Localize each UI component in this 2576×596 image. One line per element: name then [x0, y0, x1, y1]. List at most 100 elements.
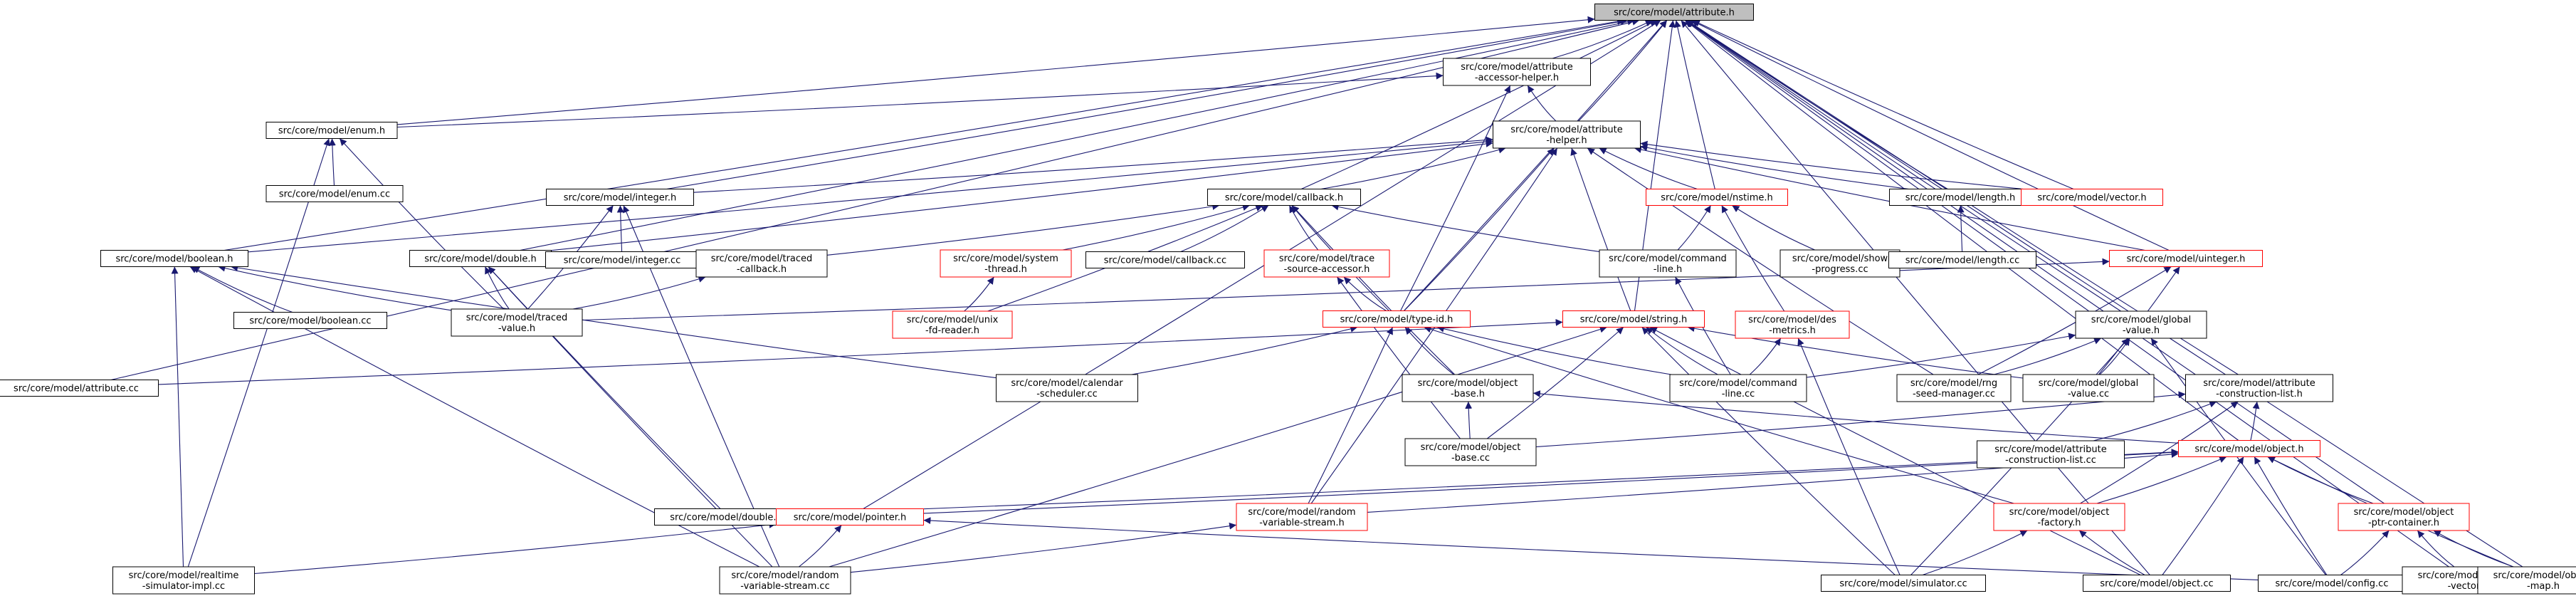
node-box — [1236, 503, 1368, 531]
graph-node-type-id[interactable]: src/core/model/type-id.h — [1323, 310, 1471, 328]
node-label: -construction-list.cc — [2005, 455, 2096, 466]
edge-enum-cc-to-enum-h — [328, 138, 336, 186]
edge-type-id-to-attr-helper — [1404, 147, 1555, 311]
node-label: src/core/model/boolean.cc — [249, 316, 371, 327]
edge-object-base-cc-to-attr-construct-h — [1535, 391, 2186, 448]
edge-simulator-cc-to-des-metrics — [1797, 338, 1901, 575]
graph-node-length-cc[interactable]: src/core/model/length.cc — [1888, 251, 2036, 268]
graph-node-enum-cc[interactable]: src/core/model/enum.cc — [266, 185, 404, 202]
node-label: src/core/model/double.h — [424, 254, 536, 265]
graph-node-unix-fd[interactable]: src/core/model/unix-fd-reader.h — [892, 310, 1013, 339]
graph-node-accessor-helper[interactable]: src/core/model/attribute-accessor-helper… — [1443, 58, 1591, 86]
node-label: src/core/model/enum.h — [278, 126, 385, 137]
node-box — [1207, 189, 1361, 206]
graph-node-object-base-h[interactable]: src/core/model/object-base.h — [1402, 374, 1534, 402]
edge-integer-h-to-attr-helper — [693, 136, 1493, 193]
graph-node-des-metrics[interactable]: src/core/model/des-metrics.h — [1735, 310, 1850, 339]
edge-object-base-cc-to-string-h — [1486, 327, 1624, 439]
graph-node-object-h[interactable]: src/core/model/object.h — [2178, 440, 2320, 457]
graph-node-global-value-h[interactable]: src/core/model/global-value.h — [2075, 310, 2207, 339]
edge-object-vector-to-ptr-container — [2417, 530, 2455, 568]
graph-node-attribute-h[interactable]: src/core/model/attribute.h — [1594, 4, 1754, 21]
node-box — [2083, 575, 2231, 592]
node-label: src/core/model/enum.cc — [279, 189, 390, 200]
graph-node-ptr-container[interactable]: src/core/model/object-ptr-container.h — [2338, 503, 2470, 531]
node-label: -seed-manager.cc — [1913, 389, 1995, 399]
node-box — [1085, 251, 1245, 268]
graph-node-traced-value[interactable]: src/core/model/traced-value.h — [451, 308, 583, 337]
graph-node-calendar[interactable]: src/core/model/calendar-scheduler.cc — [996, 374, 1138, 402]
graph-node-boolean-h[interactable]: src/core/model/boolean.h — [100, 250, 248, 267]
graph-node-callback-h[interactable]: src/core/model/callback.h — [1207, 189, 1361, 206]
graph-node-integer-cc[interactable]: src/core/model/integer.cc — [545, 251, 699, 268]
graph-node-pointer-h[interactable]: src/core/model/pointer.h — [776, 508, 924, 526]
node-box — [112, 566, 255, 595]
graph-node-system-thread[interactable]: src/core/model/system-thread.h — [940, 249, 1072, 278]
graph-node-object-factory[interactable]: src/core/model/object-factory.h — [1993, 503, 2125, 531]
node-label: -map.h — [2527, 581, 2560, 592]
edge-attr-helper-to-accessor-helper — [1527, 85, 1557, 122]
node-box — [996, 374, 1138, 402]
graph-node-callback-cc[interactable]: src/core/model/callback.cc — [1085, 251, 1245, 268]
edge-traced-value-to-enum-h — [339, 138, 505, 310]
graph-node-realtime[interactable]: src/core/model/realtime-simulator-impl.c… — [112, 566, 255, 595]
graph-node-global-value-cc[interactable]: src/core/model/global-value.cc — [2022, 374, 2155, 402]
graph-node-double-h[interactable]: src/core/model/double.h — [409, 250, 552, 267]
graph-node-show-progress[interactable]: src/core/model/show-progress.cc — [1779, 249, 1901, 278]
node-label: src/core/model/string.h — [1580, 315, 1687, 325]
node-label: src/core/model/attribute — [1510, 125, 1622, 135]
node-label: src/core/model/length.h — [1905, 193, 2016, 204]
node-box — [546, 189, 694, 206]
graph-node-integer-h[interactable]: src/core/model/integer.h — [546, 189, 694, 206]
node-label: src/core/model/global — [2039, 378, 2138, 389]
edge-double-h-to-attr-helper — [551, 140, 1493, 251]
graph-node-object-cc[interactable]: src/core/model/object.cc — [2083, 575, 2231, 592]
graph-node-attr-construct-h[interactable]: src/core/model/attribute-construction-li… — [2185, 374, 2333, 402]
edge-type-id-to-accessor-helper — [1400, 85, 1511, 311]
graph-node-rvs-h[interactable]: src/core/model/random-variable-stream.h — [1236, 503, 1368, 531]
graph-node-nstime-h[interactable]: src/core/model/nstime.h — [1646, 189, 1788, 206]
graph-node-traced-callback[interactable]: src/core/model/traced-callback.h — [695, 249, 828, 278]
graph-node-uinteger-h[interactable]: src/core/model/uinteger.h — [2109, 250, 2263, 267]
node-label: src/core/model/attribute — [1994, 444, 2106, 455]
graph-node-config-cc[interactable]: src/core/model/config.cc — [2258, 575, 2406, 592]
graph-node-vector-h[interactable]: src/core/model/vector.h — [2021, 189, 2163, 206]
graph-node-command-line-h[interactable]: src/core/model/command-line.h — [1599, 249, 1737, 278]
graph-node-object-base-cc[interactable]: src/core/model/object-base.cc — [1404, 438, 1537, 466]
graph-node-string-h[interactable]: src/core/model/string.h — [1562, 310, 1705, 328]
graph-node-enum-h[interactable]: src/core/model/enum.h — [266, 122, 398, 139]
edge-des-metrics-to-nstime-h — [1721, 205, 1785, 312]
edge-object-map-to-attribute-h — [1686, 20, 2523, 568]
node-box — [892, 310, 1013, 339]
node-label: src/core/model/command — [1609, 253, 1727, 264]
node-label: src/core/model/traced — [711, 253, 813, 264]
graph-node-rvs-cc[interactable]: src/core/model/random-variable-stream.cc — [719, 566, 851, 595]
graph-node-simulator-cc[interactable]: src/core/model/simulator.cc — [1821, 575, 1986, 592]
node-label: src/core/model/object.h — [2194, 444, 2303, 455]
graph-node-attr-construct-cc[interactable]: src/core/model/attribute-construction-li… — [1977, 440, 2125, 469]
graph-node-attribute-cc[interactable]: src/core/model/attribute.cc — [0, 380, 159, 397]
graph-node-boolean-cc[interactable]: src/core/model/boolean.cc — [233, 312, 387, 329]
edge-calendar-to-boolean-h — [231, 264, 997, 379]
graph-node-object-map[interactable]: src/core/model/object-map.h — [2477, 566, 2576, 595]
node-label: src/core/model/integer.h — [564, 193, 676, 204]
graph-node-attr-helper[interactable]: src/core/model/attribute-helper.h — [1493, 120, 1641, 149]
graph-node-double-cc[interactable]: src/core/model/double.cc — [654, 508, 802, 526]
edge-object-cc-to-object-h — [2162, 456, 2244, 575]
graph-node-length-h[interactable]: src/core/model/length.h — [1889, 189, 2031, 206]
edge-traced-value-to-traced-callback — [572, 276, 706, 310]
node-label: src/core/model/unix — [907, 315, 999, 325]
graph-node-rng-seed[interactable]: src/core/model/rng-seed-manager.cc — [1896, 374, 2012, 402]
node-box — [2022, 374, 2155, 402]
graph-node-command-line-cc[interactable]: src/core/model/command-line.cc — [1669, 374, 1807, 402]
node-box — [266, 122, 398, 139]
node-label: src/core/model/type-id.h — [1340, 315, 1453, 325]
edge-attr-helper-to-attribute-h — [1578, 20, 1668, 122]
edge-traced-callback-to-callback-h — [826, 203, 1220, 256]
node-box — [2109, 250, 2263, 267]
edge-object-cc-to-attribute-h — [1681, 20, 2150, 575]
graph-node-trace-source[interactable]: src/core/model/trace-source-accessor.h — [1263, 249, 1390, 278]
node-label: src/core/model/length.cc — [1905, 256, 2020, 266]
node-box — [695, 249, 828, 278]
node-label: src/core/model/des — [1748, 315, 1836, 325]
